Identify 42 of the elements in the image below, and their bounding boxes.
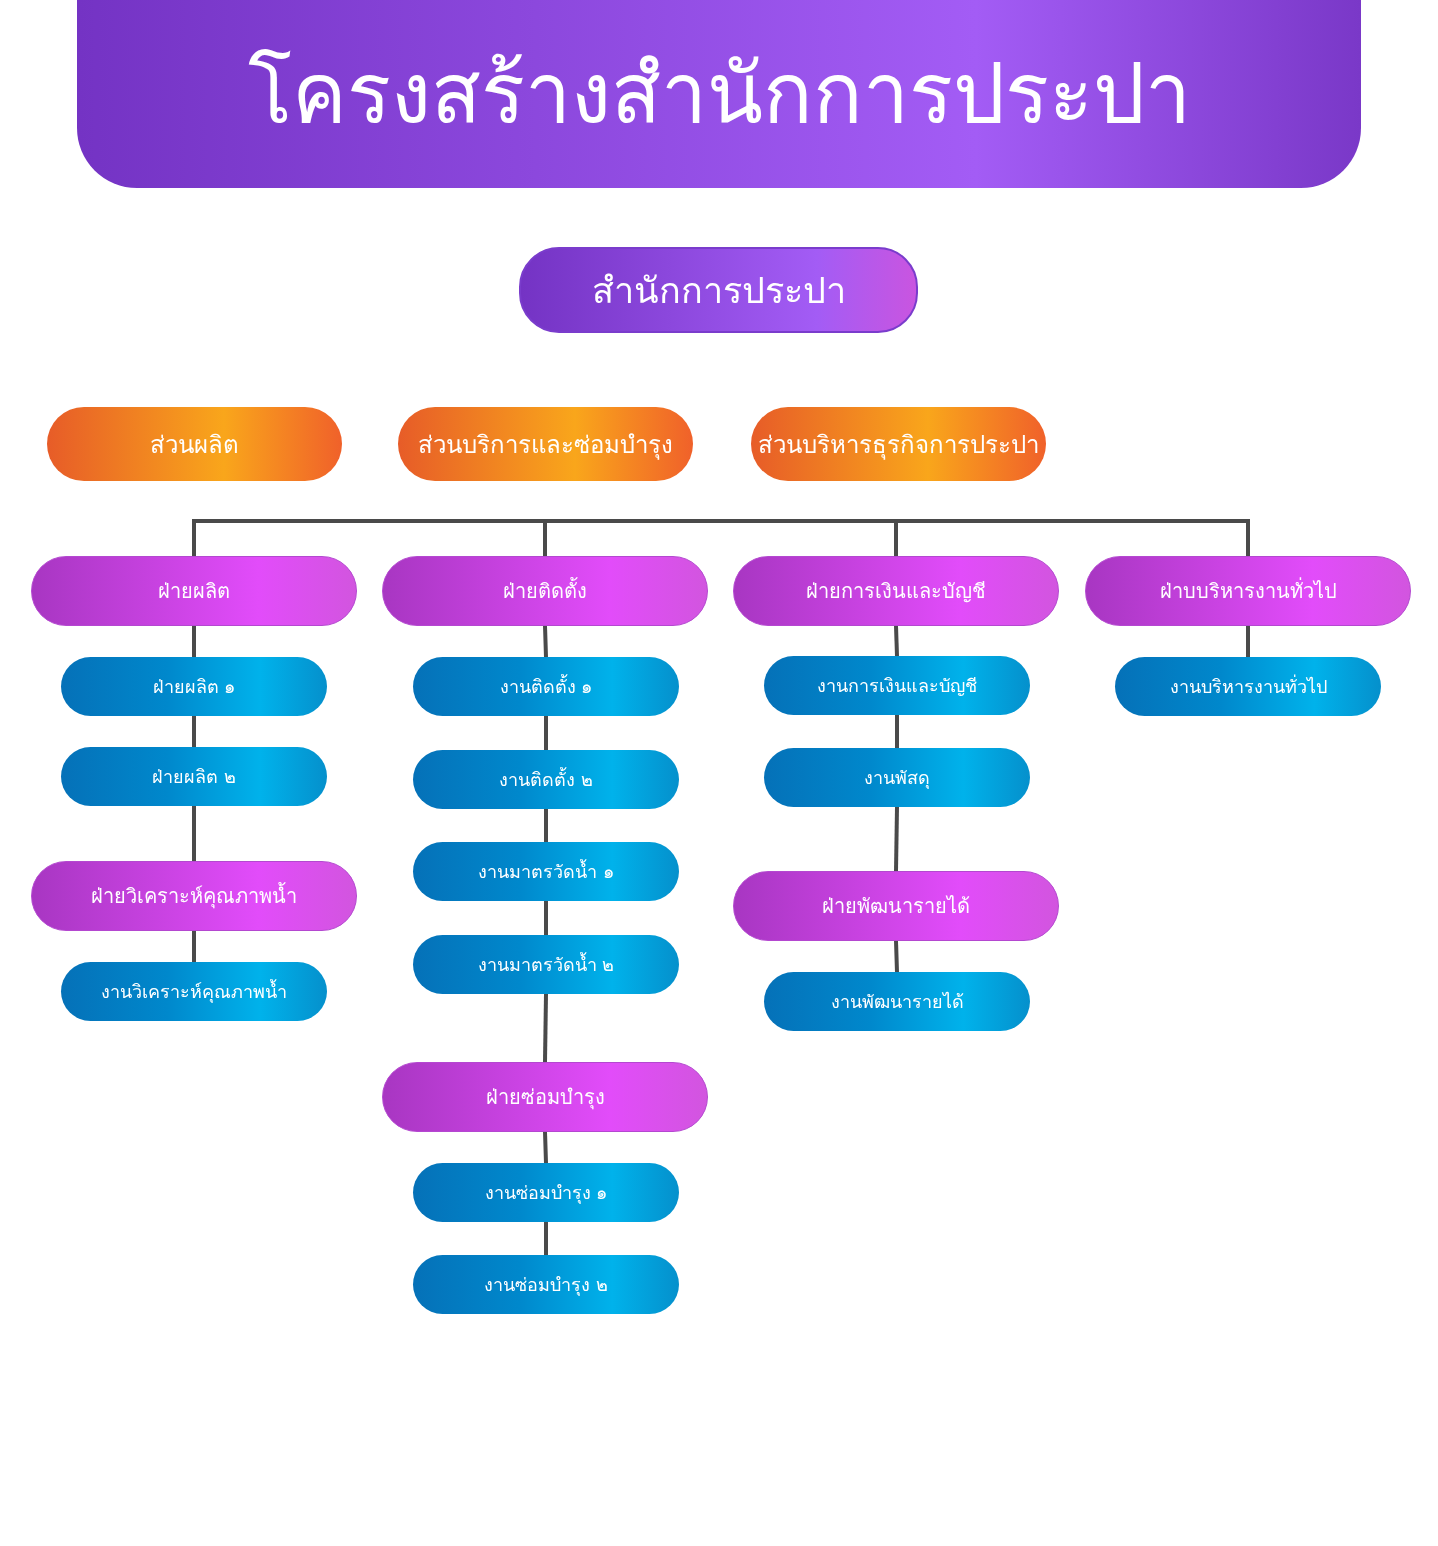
connector-line	[544, 809, 548, 842]
unit-pill: งานติดตั้ง ๒	[413, 750, 679, 809]
division-pill: ฝ่ายวิเคราะห์คุณภาพน้ำ	[31, 861, 357, 931]
unit-pill: งานพัสดุ	[764, 748, 1030, 807]
unit-pill: งานพัฒนารายได้	[764, 972, 1030, 1031]
unit-pill: งานซ่อมบำรุง ๒	[413, 1255, 679, 1314]
office-pill: สำนักการประปา	[519, 247, 918, 333]
division-pill: ฝ่ายการเงินและบัญชี	[733, 556, 1059, 626]
connector-line	[894, 806, 899, 872]
unit-pill: งานวิเคราะห์คุณภาพน้ำ	[61, 962, 327, 1021]
connector-line	[1246, 626, 1250, 657]
connector-line	[894, 625, 899, 657]
unit-pill: งานการเงินและบัญชี	[764, 656, 1030, 715]
section-pill: ส่วนบริการและซ่อมบำรุง	[398, 407, 693, 481]
section-pill: ส่วนบริหารธุรกิจการประปา	[751, 407, 1046, 481]
unit-pill: งานมาตรวัดน้ำ ๑	[413, 842, 679, 901]
unit-pill: งานซ่อมบำรุง ๑	[413, 1163, 679, 1222]
connector-line	[192, 931, 196, 962]
connector-line	[544, 1222, 548, 1255]
title-banner: โครงสร้างสำนักการประปา	[77, 0, 1361, 188]
connector-line	[544, 901, 548, 935]
unit-pill: งานติดตั้ง ๑	[413, 657, 679, 716]
connector-line	[544, 716, 548, 750]
section-pill: ส่วนผลิต	[47, 407, 342, 481]
division-pill: ฝ่ายผลิต	[31, 556, 357, 626]
division-pill: ฝ่ายติดตั้ง	[382, 556, 708, 626]
connector-line	[192, 626, 196, 657]
connector-line	[543, 1131, 548, 1164]
unit-pill: ฝ่ายผลิต ๒	[61, 747, 327, 806]
division-pill: ฝ่ายพัฒนารายได้	[733, 871, 1059, 941]
unit-pill: งานมาตรวัดน้ำ ๒	[413, 935, 679, 994]
connector-line	[543, 625, 548, 658]
connector-line	[895, 715, 899, 748]
connector-line	[192, 716, 196, 747]
unit-pill: งานบริหารงานทั่วไป	[1115, 657, 1381, 716]
unit-pill: ฝ่ายผลิต ๑	[61, 657, 327, 716]
division-pill: ฝ่าบบริหารงานทั่วไป	[1085, 556, 1411, 626]
connector-line	[543, 993, 548, 1063]
connector-line	[894, 519, 1250, 556]
connector-line	[192, 806, 196, 861]
division-pill: ฝ่ายซ่อมบำรุง	[382, 1062, 708, 1132]
connector-line	[894, 940, 899, 973]
